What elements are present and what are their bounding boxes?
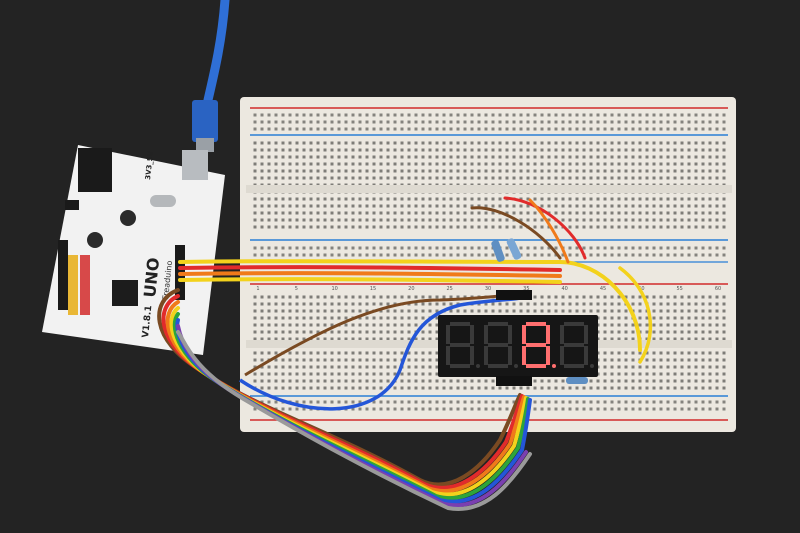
column-mark: 30 — [485, 286, 491, 292]
segment — [470, 346, 474, 365]
segment — [484, 325, 488, 344]
column-mark: 5 — [295, 286, 298, 292]
decimal-point — [514, 364, 518, 368]
bottom-rail-area — [250, 399, 728, 414]
segment — [470, 325, 474, 344]
segment — [508, 346, 512, 365]
brown-jumper — [244, 292, 521, 377]
blue-jumper — [239, 296, 521, 411]
segment — [584, 325, 588, 344]
resistor — [566, 377, 588, 384]
top-rail-area — [250, 111, 728, 132]
segment — [450, 322, 470, 326]
display-pin-header — [496, 290, 532, 300]
column-mark: 60 — [715, 286, 721, 292]
segment — [564, 322, 584, 326]
segment — [450, 364, 470, 368]
column-mark: 40 — [561, 286, 567, 292]
board-power-label: 3V3_5V — [144, 150, 155, 180]
board-version: V1.8.1 — [141, 305, 154, 338]
segment — [488, 364, 508, 368]
crystal — [150, 195, 176, 207]
segment — [560, 325, 564, 344]
column-mark: 45 — [600, 286, 606, 292]
display-pin-header — [496, 376, 532, 386]
segment — [546, 325, 550, 344]
segment — [564, 364, 584, 368]
segment — [484, 346, 488, 365]
digits — [446, 322, 594, 368]
middle-rail-area — [250, 243, 728, 257]
decimal-point — [552, 364, 556, 368]
board-model: Freaduino — [161, 260, 174, 300]
capacitor — [87, 232, 103, 248]
segment — [560, 346, 564, 365]
segment — [446, 346, 450, 365]
jumper-wires-top — [178, 259, 642, 352]
column-mark: 20 — [408, 286, 414, 292]
column-mark: 15 — [370, 286, 376, 292]
segment — [526, 322, 546, 326]
segment — [522, 346, 526, 365]
column-mark: 25 — [446, 286, 452, 292]
segment — [446, 325, 450, 344]
resistor — [491, 238, 522, 262]
decimal-point — [590, 364, 594, 368]
column-mark: 1 — [256, 286, 259, 292]
column-mark: 10 — [331, 286, 337, 292]
segment — [488, 322, 508, 326]
segment — [522, 325, 526, 344]
power-jack — [78, 148, 112, 192]
segment — [488, 343, 508, 347]
microcontroller-chip — [112, 280, 138, 306]
segment — [584, 346, 588, 365]
jumper-wires-ribbon — [157, 288, 532, 511]
segment — [450, 343, 470, 347]
segment — [546, 346, 550, 365]
segment — [564, 343, 584, 347]
segment — [526, 364, 546, 368]
small-jumpers — [470, 196, 653, 364]
capacitor — [120, 210, 136, 226]
segment — [526, 343, 546, 347]
segment — [508, 325, 512, 344]
column-mark: 55 — [676, 286, 682, 292]
seven-segment-display — [438, 315, 598, 377]
board-brand: UNO — [140, 257, 163, 299]
usb-cable — [192, 0, 230, 152]
decimal-point — [476, 364, 480, 368]
usb-port — [182, 150, 208, 180]
column-mark: 35 — [523, 286, 529, 292]
